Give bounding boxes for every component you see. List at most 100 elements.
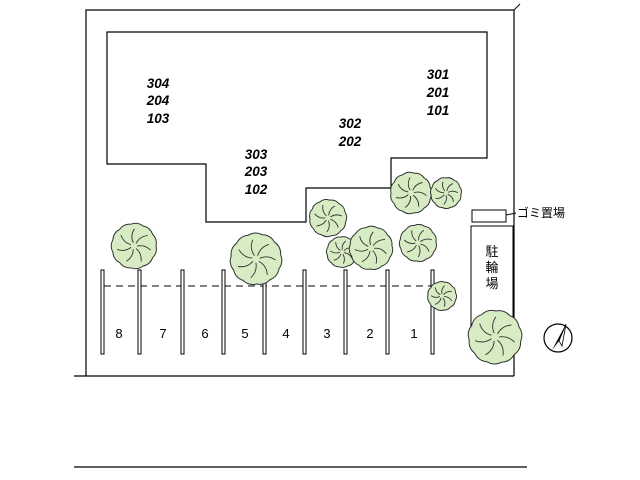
tree-leaf-line: [442, 297, 446, 307]
tree-canopy: [348, 225, 394, 270]
tree-canopy: [390, 171, 433, 215]
unit-label: 202: [338, 134, 362, 149]
tree-leaf-line: [446, 183, 454, 191]
tree-leaf-line: [443, 195, 447, 205]
tree-leaf-line: [447, 193, 455, 202]
tree-leaf-line: [447, 190, 458, 193]
parking-slot-label: 1: [410, 326, 417, 341]
unit-label: 204: [146, 93, 170, 108]
unit-labels-right: 301 201 101: [426, 67, 450, 118]
tree-leaf-line: [131, 228, 135, 243]
tree-leaf-line: [413, 191, 427, 196]
unit-label: 103: [147, 111, 170, 126]
unit-label: 304: [147, 76, 170, 91]
unit-label: 201: [426, 85, 450, 100]
tree-leaf-line: [369, 231, 374, 246]
tree-leaf-line: [417, 245, 421, 258]
unit-label: 101: [427, 103, 450, 118]
tree-leaf-line: [258, 261, 268, 275]
tree-leaf-line: [328, 205, 336, 216]
tree-leaf-line: [314, 213, 326, 219]
tree-leaf-line: [330, 250, 340, 254]
tree-leaf-line: [412, 194, 420, 207]
parking-slot-label: 2: [366, 326, 373, 341]
tree-leaf-line: [250, 262, 257, 279]
bicycle-parking: 駐 輪 場: [470, 225, 514, 335]
tree-icon: [309, 198, 348, 238]
unit-label: 102: [245, 182, 268, 197]
unit-labels-mid: 302 202: [338, 116, 362, 149]
tree-leaf-line: [441, 285, 445, 295]
tree-leaf-line: [479, 323, 492, 336]
tree-leaf-line: [342, 253, 345, 264]
tree-leaf-line: [474, 338, 492, 343]
tree-leaf-line: [411, 230, 417, 242]
tree-leaf-line: [498, 336, 515, 343]
tree-leaf-line: [120, 234, 132, 246]
tree-leaf-line: [316, 219, 327, 227]
tree-icon: [427, 280, 458, 311]
tree-leaf-line: [374, 247, 387, 254]
tree-leaf-line: [412, 182, 423, 191]
parking-slot-label: 5: [241, 326, 248, 341]
north-arrow-icon: [543, 323, 573, 353]
tree-leaf-line: [238, 249, 253, 259]
tree-leaf-line: [326, 220, 330, 233]
tree-leaf-line: [333, 253, 342, 261]
tree-canopy: [229, 232, 283, 286]
unit-labels-center: 303 203 102: [244, 147, 268, 197]
tree-leaf-line: [420, 238, 432, 243]
tree-leaf-line: [372, 239, 386, 247]
tree-leaf-line: [259, 256, 276, 261]
parking-divider: [221, 269, 226, 355]
tree-leaf-line: [135, 235, 148, 244]
tree-leaf-line: [443, 290, 452, 295]
tree-canopy: [398, 223, 437, 263]
tree-canopy: [429, 177, 462, 210]
parking-slot-label: 7: [159, 326, 166, 341]
tree-leaf-line: [372, 250, 378, 264]
tree-leaf-line: [442, 181, 446, 192]
tree-leaf-line: [395, 194, 409, 199]
unit-label: 303: [245, 147, 268, 162]
garbage-leader-line: [505, 212, 517, 216]
tree-leaf-line: [434, 297, 442, 305]
parking-divider: [430, 269, 435, 355]
tree-leaf-line: [250, 239, 255, 256]
tree-leaf-line: [407, 245, 417, 253]
unit-label: 302: [339, 116, 362, 131]
tree-leaf-line: [434, 188, 444, 194]
parking-divider: [137, 269, 142, 355]
tree-leaf-line: [117, 247, 132, 251]
parking-divider: [100, 269, 105, 355]
tree-leaf-line: [137, 245, 151, 251]
garbage-box: [471, 209, 507, 223]
garbage-label: ゴミ置場: [517, 205, 565, 220]
tree-leaf-line: [125, 249, 134, 262]
trees: [110, 171, 523, 365]
tree-icon: [429, 177, 462, 210]
tree-icon: [390, 171, 433, 215]
tree-leaf-line: [322, 204, 327, 217]
bicycle-parking-label: 場: [485, 277, 498, 292]
tree-icon: [398, 223, 437, 263]
bicycle-parking-label: 駐: [485, 245, 498, 260]
tree-leaf-line: [420, 243, 430, 252]
tree-leaf-line: [485, 340, 495, 356]
parking-slot-label: 4: [282, 326, 289, 341]
tree-leaf-line: [397, 183, 409, 193]
tree-canopy: [110, 222, 157, 270]
tree-leaf-line: [237, 260, 254, 268]
tree-leaf-line: [444, 295, 453, 302]
tree-leaf-line: [330, 214, 343, 218]
parking-slot-label: 6: [201, 326, 208, 341]
tree-leaf-line: [361, 250, 371, 263]
tree-leaf-line: [135, 248, 142, 262]
tree-leaf-line: [335, 242, 341, 251]
tree-icon: [348, 225, 394, 270]
tree-leaf-line: [403, 239, 416, 244]
tree-leaf-line: [435, 194, 445, 199]
unit-label: 203: [244, 164, 268, 179]
parking-divider: [343, 269, 348, 355]
